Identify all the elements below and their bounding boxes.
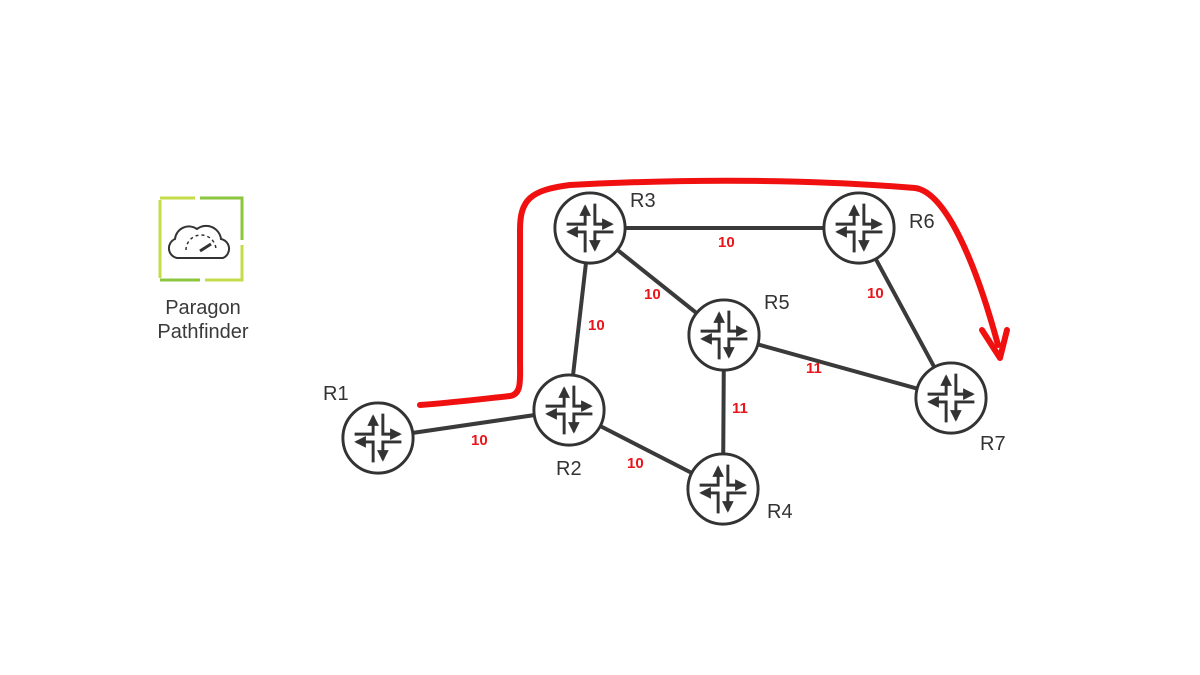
cost-r3-r5: 10 [644, 286, 661, 303]
computed-path-arrow [417, 177, 1001, 408]
router-label-r7: R7 [980, 433, 1006, 455]
logo-line2: Pathfinder [157, 321, 249, 343]
router-label-r2: R2 [556, 458, 582, 480]
logo-text: Paragon Pathfinder [130, 296, 276, 344]
router-label-r5: R5 [764, 292, 790, 314]
router-r1 [343, 403, 413, 473]
router-r5 [689, 300, 759, 370]
router-r2 [534, 375, 604, 445]
path-arrowhead [979, 327, 1010, 361]
logo-line1: Paragon [165, 297, 241, 319]
router-label-r1: R1 [323, 383, 349, 405]
router-r4 [688, 454, 758, 524]
link-r5-r7 [723, 333, 952, 400]
cost-r3-r6: 10 [718, 234, 735, 251]
cost-r5-r7: 11 [806, 360, 822, 377]
links [377, 226, 953, 491]
router-label-r6: R6 [909, 211, 935, 233]
cost-r1-r2: 10 [471, 432, 488, 449]
router-r3 [555, 193, 625, 263]
cost-r2-r4: 10 [627, 455, 644, 472]
cost-r2-r3: 10 [588, 317, 605, 334]
router-r6 [824, 193, 894, 263]
router-label-r4: R4 [767, 501, 793, 523]
cost-r6-r7: 10 [867, 285, 884, 302]
router-r7 [916, 363, 986, 433]
router-label-r3: R3 [630, 190, 656, 212]
cloud-speedometer-icon [167, 224, 231, 259]
cost-r5-r4: 11 [732, 400, 748, 417]
paragon-pathfinder-logo [158, 196, 244, 282]
